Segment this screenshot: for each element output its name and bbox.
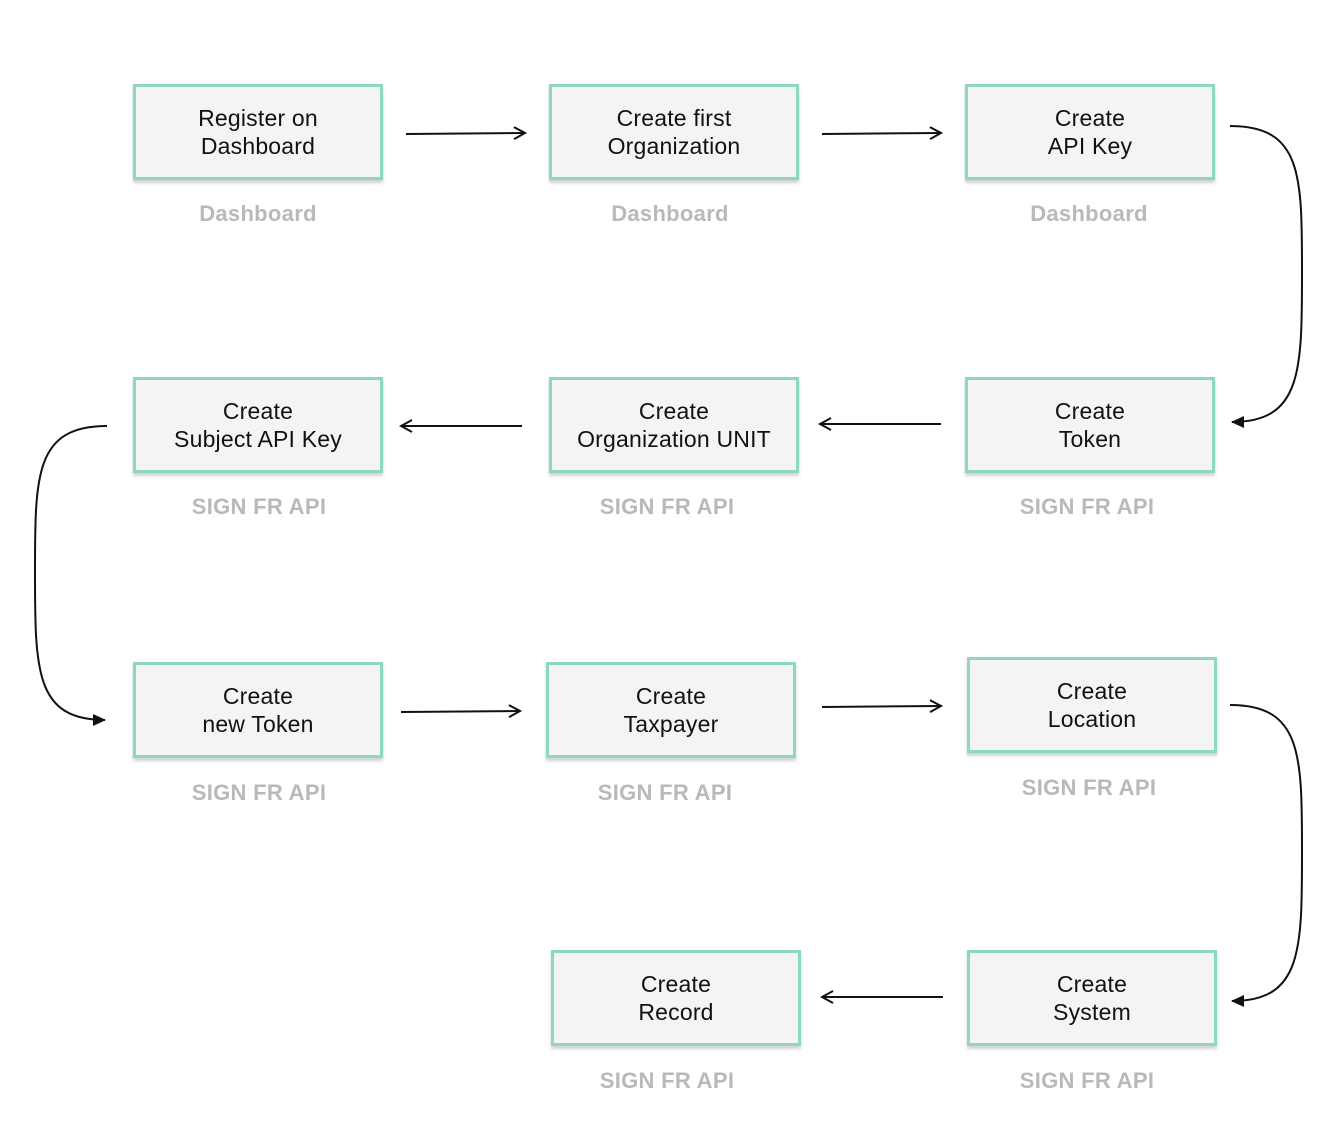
- step-label: Create Token: [1055, 397, 1125, 453]
- step-label-line2: Location: [1047, 706, 1137, 732]
- step-label-line2: Organization UNIT: [577, 426, 771, 452]
- step-create-first-organization: Create first Organization: [549, 84, 799, 180]
- step-label: Create System: [1053, 970, 1131, 1026]
- step-label-line1: Create: [1054, 105, 1126, 131]
- step-caption-system: SIGN FR API: [1019, 1068, 1155, 1093]
- curve-subject-api-key-to-new-token: [33, 425, 108, 726]
- step-label-line1: Create: [1056, 678, 1128, 704]
- step-label: Register on Dashboard: [198, 104, 318, 160]
- step-caption-new-token: SIGN FR API: [191, 780, 327, 805]
- step-label-line2: Token: [1058, 426, 1122, 452]
- step-label-line1: Create: [222, 398, 294, 424]
- step-create-record: Create Record: [551, 950, 801, 1046]
- step-label-line2: System: [1053, 999, 1131, 1025]
- step-label-line1: Create: [638, 398, 710, 424]
- step-register-on-dashboard: Register on Dashboard: [133, 84, 383, 180]
- step-create-api-key: Create API Key: [965, 84, 1215, 180]
- step-label-line1: Register on: [198, 105, 318, 131]
- step-label: Create API Key: [1048, 104, 1133, 160]
- arrow-new-token-to-taxpayer: [400, 711, 520, 712]
- step-create-subject-api-key: Create Subject API Key: [133, 377, 383, 473]
- step-label: Create Record: [638, 970, 713, 1026]
- step-label: Create first Organization: [608, 104, 741, 160]
- step-label-line2: API Key: [1047, 133, 1133, 159]
- step-label-line1: Create: [222, 683, 294, 709]
- step-caption-api-key: Dashboard: [1030, 201, 1148, 226]
- arrow-register-to-organization: [405, 133, 525, 134]
- step-create-system: Create System: [967, 950, 1217, 1046]
- step-caption-register: Dashboard: [199, 201, 317, 226]
- step-create-token: Create Token: [965, 377, 1215, 473]
- step-label: Create Organization UNIT: [577, 397, 771, 453]
- step-create-taxpayer: Create Taxpayer: [546, 662, 796, 758]
- step-label-line1: Create first: [616, 105, 732, 131]
- step-label-line2: Subject API Key: [174, 426, 342, 452]
- step-label: Create new Token: [202, 682, 313, 738]
- step-caption-subject-api-key: SIGN FR API: [191, 494, 327, 519]
- step-caption-organization-unit: SIGN FR API: [599, 494, 735, 519]
- step-label: Create Location: [1048, 677, 1137, 733]
- step-label-line2: new Token: [202, 711, 314, 737]
- arrow-organization-to-api-key: [821, 133, 941, 134]
- step-caption-record: SIGN FR API: [599, 1068, 735, 1093]
- step-create-organization-unit: Create Organization UNIT: [549, 377, 799, 473]
- step-label-line2: Dashboard: [200, 133, 316, 159]
- step-label-line1: Create: [640, 971, 712, 997]
- step-label-line1: Create: [635, 683, 707, 709]
- step-label-line1: Create: [1054, 398, 1126, 424]
- step-label-line1: Create: [1056, 971, 1128, 997]
- step-caption-taxpayer: SIGN FR API: [597, 780, 733, 805]
- step-label-line2: Record: [638, 999, 714, 1025]
- curve-location-to-system: [1229, 704, 1303, 1007]
- step-label-line2: Organization: [607, 133, 741, 159]
- step-label-line2: Taxpayer: [623, 711, 719, 737]
- arrow-taxpayer-to-location: [821, 706, 941, 707]
- step-create-location: Create Location: [967, 657, 1217, 753]
- step-caption-location: SIGN FR API: [1021, 775, 1157, 800]
- step-caption-first-organization: Dashboard: [611, 201, 729, 226]
- step-label: Create Subject API Key: [174, 397, 342, 453]
- step-create-new-token: Create new Token: [133, 662, 383, 758]
- step-caption-token: SIGN FR API: [1019, 494, 1155, 519]
- curve-api-key-to-token: [1229, 125, 1303, 428]
- step-label: Create Taxpayer: [624, 682, 719, 738]
